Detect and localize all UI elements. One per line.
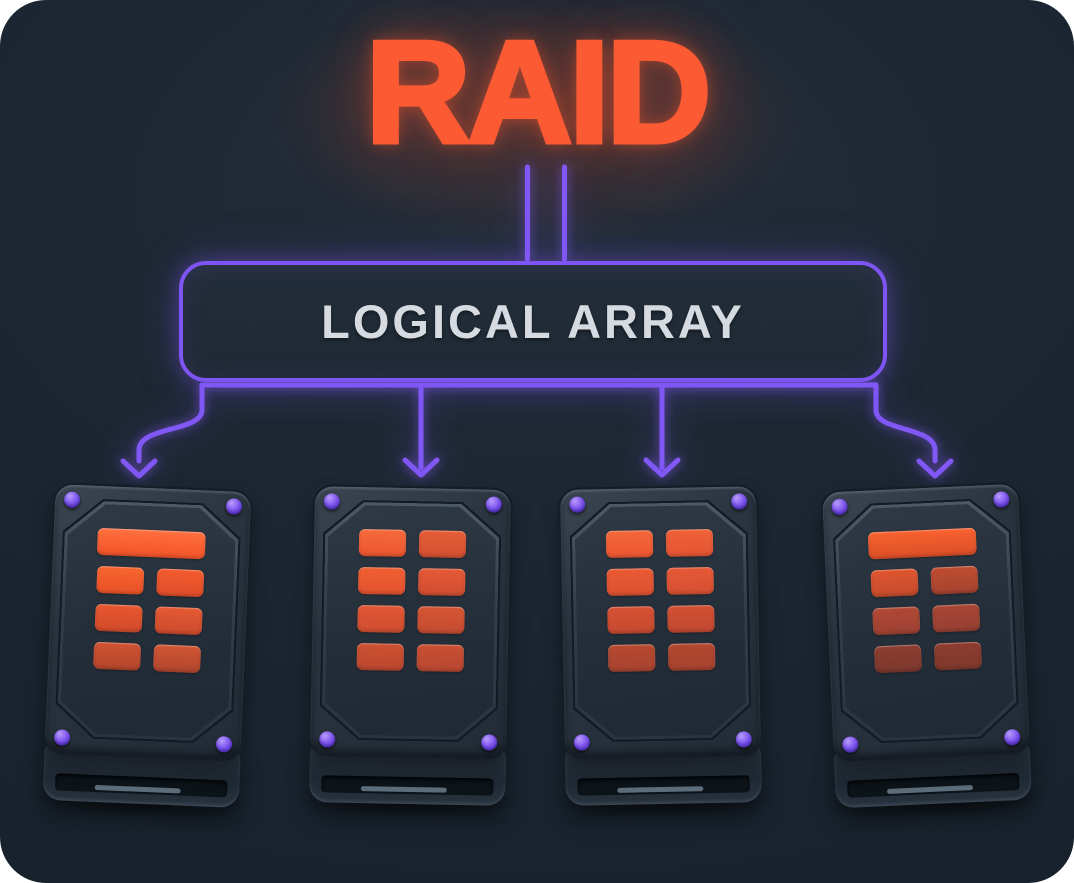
data-block xyxy=(667,642,715,671)
data-block xyxy=(416,644,464,673)
drive-connector-pins xyxy=(617,786,704,793)
data-block xyxy=(665,566,714,595)
data-block xyxy=(418,530,466,559)
drive-body xyxy=(307,484,514,760)
arrowhead-icon xyxy=(402,457,440,478)
screw-icon xyxy=(53,729,71,746)
drive-body xyxy=(557,484,764,760)
data-block-row xyxy=(606,604,715,635)
drive-connector-pins xyxy=(886,785,974,794)
screw-icon xyxy=(731,493,748,510)
drive-connector-slot xyxy=(577,775,750,796)
diagram-title: RAID xyxy=(363,11,713,173)
data-block xyxy=(155,568,204,598)
arrowhead-icon xyxy=(120,458,158,479)
data-block-row xyxy=(358,528,466,559)
data-block-row xyxy=(356,604,465,635)
data-block-row xyxy=(871,603,980,636)
data-block xyxy=(357,566,406,595)
data-blocks xyxy=(48,526,250,675)
drive-body xyxy=(42,481,254,763)
hard-drive-1 xyxy=(25,481,256,825)
data-block-row xyxy=(95,565,204,598)
data-block-row xyxy=(869,565,979,598)
connector-drive-4 xyxy=(873,382,938,464)
data-block xyxy=(92,641,141,671)
data-block-row xyxy=(92,641,201,674)
screw-icon xyxy=(319,731,336,748)
arrowhead-icon xyxy=(643,457,681,478)
data-block xyxy=(931,603,980,633)
hard-drive-4 xyxy=(819,481,1049,825)
data-block xyxy=(929,565,979,595)
screw-icon xyxy=(485,496,502,513)
data-block xyxy=(152,644,201,674)
data-block-row xyxy=(867,527,977,560)
data-block-row xyxy=(94,603,203,636)
drive-body xyxy=(819,481,1032,763)
screw-icon xyxy=(573,734,590,751)
logical-array-label: LOGICAL ARRAY xyxy=(321,295,745,348)
hard-drive-3 xyxy=(549,484,779,823)
drive-connector-slot xyxy=(54,773,228,798)
screw-icon xyxy=(323,493,340,510)
data-block xyxy=(94,603,143,633)
screw-icon xyxy=(831,498,848,516)
data-block-row xyxy=(607,642,715,673)
data-block-row xyxy=(356,642,464,673)
data-blocks xyxy=(824,526,1026,676)
hard-drive-2 xyxy=(292,484,522,823)
data-block xyxy=(871,606,920,636)
data-block-row xyxy=(357,566,466,597)
logical-array-box: LOGICAL ARRAY xyxy=(179,261,887,382)
data-block xyxy=(95,565,144,595)
data-block xyxy=(358,528,406,557)
data-blocks xyxy=(561,528,760,673)
data-block xyxy=(605,568,654,597)
data-block-row xyxy=(96,527,206,560)
screw-icon xyxy=(481,734,498,751)
data-block xyxy=(666,604,715,633)
data-block xyxy=(356,642,404,671)
data-block xyxy=(607,644,655,673)
drive-connector-pins xyxy=(94,784,181,794)
data-block xyxy=(96,527,206,560)
data-block xyxy=(665,528,713,557)
arrowhead-icon xyxy=(916,458,954,479)
screw-icon xyxy=(215,735,233,753)
drive-connector-slot xyxy=(321,775,494,796)
data-block xyxy=(873,644,922,674)
data-block-row xyxy=(605,566,714,597)
connector-drive-1 xyxy=(136,382,205,464)
drive-connector-slot xyxy=(846,772,1020,798)
data-block-row xyxy=(605,528,713,559)
screw-icon xyxy=(735,731,752,748)
data-block xyxy=(416,606,465,635)
screw-icon xyxy=(225,498,243,515)
drive-connector-pins xyxy=(360,786,447,793)
data-block xyxy=(933,641,982,671)
screw-icon xyxy=(63,491,81,509)
data-block xyxy=(869,568,919,598)
screw-icon xyxy=(993,491,1010,508)
data-block xyxy=(606,606,655,635)
screw-icon xyxy=(841,736,859,753)
data-block xyxy=(867,527,977,560)
data-block-row xyxy=(873,641,982,674)
data-block xyxy=(154,606,203,636)
screw-icon xyxy=(1003,728,1021,746)
data-blocks xyxy=(312,528,511,673)
data-block xyxy=(417,568,466,597)
screw-icon xyxy=(569,496,586,513)
data-block xyxy=(356,604,405,633)
data-block xyxy=(605,530,653,559)
